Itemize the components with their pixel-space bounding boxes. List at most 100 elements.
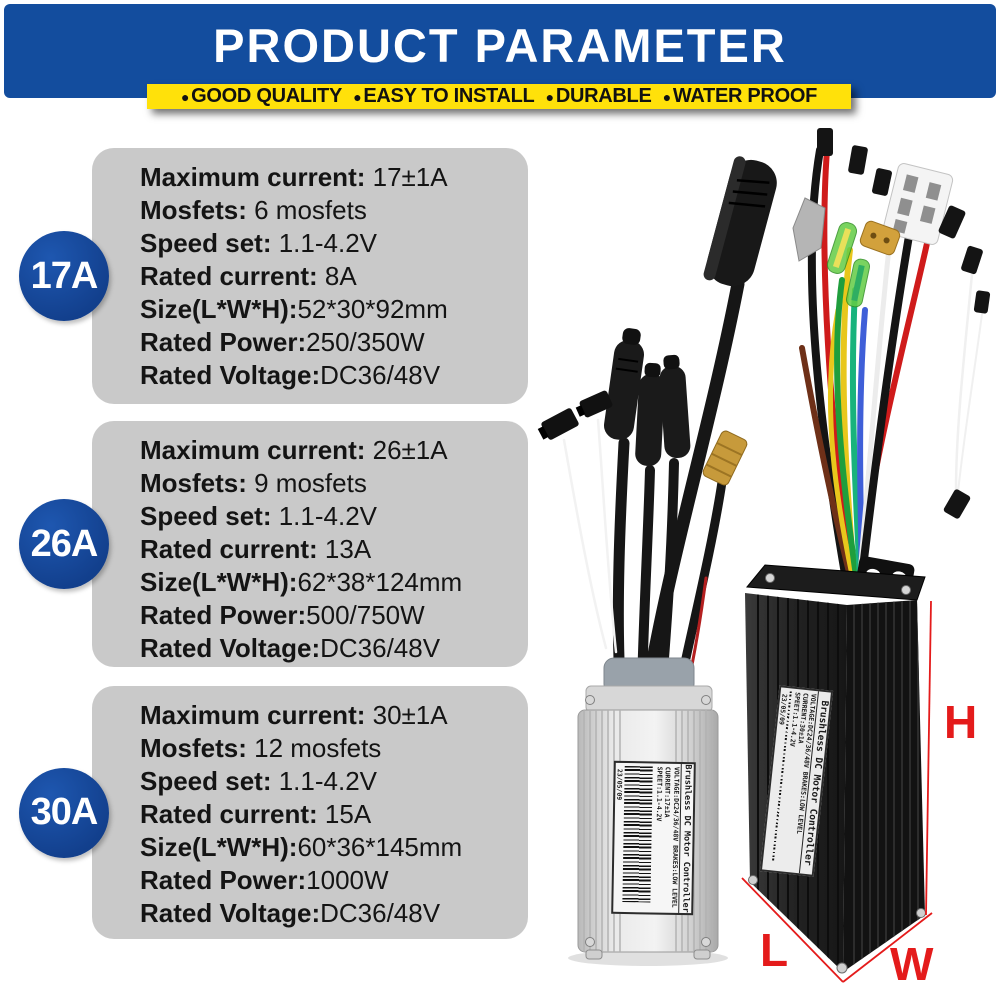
badge-30a: 30A <box>19 767 109 858</box>
spec-line: Size(L*W*H):60*36*145mm <box>140 831 518 864</box>
hex-connector <box>702 430 748 486</box>
bullet-icon: ● <box>353 88 362 105</box>
sm-connector <box>537 408 579 440</box>
spec-line: Maximum current: 17±1A <box>140 161 518 194</box>
spec-label: Rated current: <box>140 534 325 564</box>
badge-label: 30A <box>30 791 99 833</box>
feature-item: ●DURABLE <box>546 85 652 108</box>
spec-panel-17a: 17A Maximum current: 17±1A Mosfets: 6 mo… <box>19 148 528 404</box>
spec-label: Mosfets: <box>140 733 255 763</box>
spec-label: Rated Voltage: <box>140 633 321 663</box>
spec-value: 8A <box>324 261 357 291</box>
spec-line: Mosfets: 6 mosfets <box>140 194 518 227</box>
spec-line: Rated Voltage:DC36/48V <box>140 897 518 930</box>
molex-connector <box>882 163 954 245</box>
spec-value: 1.1-4.2V <box>278 228 378 258</box>
spec-label: Rated current: <box>140 799 325 829</box>
spec-value: 52*30*92mm <box>297 294 448 324</box>
spec-label: Speed set: <box>140 228 279 258</box>
sm-connector <box>872 168 892 196</box>
sm-connector <box>961 245 983 275</box>
sm-connector <box>943 489 971 519</box>
barrel-connector <box>659 354 691 458</box>
spec-line: Rated Voltage:DC36/48V <box>140 632 518 665</box>
spec-line: Size(L*W*H):52*30*92mm <box>140 293 518 326</box>
barrel-connector <box>635 362 665 467</box>
spec-value: 1000W <box>306 865 389 895</box>
silver-controller-label: Brushless DC Motor Controller VOLTAGE:DC… <box>611 760 696 916</box>
page-title: PRODUCT PARAMETER <box>213 18 787 72</box>
badge-label: 26A <box>30 522 99 565</box>
spec-line: Rated current: 8A <box>140 260 518 293</box>
feature-label: WATER PROOF <box>672 85 817 107</box>
spec-panel-26a: 26A Maximum current: 26±1A Mosfets: 9 mo… <box>19 421 528 667</box>
bullet-connector <box>826 222 858 274</box>
spec-label: Rated Voltage: <box>140 898 321 928</box>
badge-label: 17A <box>30 254 99 297</box>
spec-line: Rated current: 15A <box>140 798 518 831</box>
spec-label: Maximum current: <box>140 435 373 465</box>
spec-label: Maximum current: <box>140 700 373 730</box>
spec-value: 15A <box>324 799 372 829</box>
spec-value: DC36/48V <box>320 633 441 663</box>
feature-item: ●WATER PROOF <box>662 85 818 108</box>
spec-value: 26±1A <box>372 435 448 465</box>
spec-label: Size(L*W*H): <box>140 832 298 862</box>
spec-value: 60*36*145mm <box>297 832 463 862</box>
spec-label: Speed set: <box>140 501 279 531</box>
features-strip: ●GOOD QUALITY ●EASY TO INSTALL ●DURABLE … <box>147 84 851 109</box>
spec-line: Rated Power:250/350W <box>140 326 518 359</box>
wire-bundle-right <box>799 135 983 581</box>
feature-item: ●GOOD QUALITY <box>181 85 342 108</box>
barrel-connector <box>603 328 645 440</box>
spec-line: Speed set: 1.1-4.2V <box>140 500 518 533</box>
spec-line: Speed set: 1.1-4.2V <box>140 227 518 260</box>
spec-label: Rated current: <box>140 261 325 291</box>
spec-value: 6 mosfets <box>254 195 367 225</box>
badge-26a: 26A <box>19 499 109 589</box>
spec-line: Mosfets: 12 mosfets <box>140 732 518 765</box>
spec-label: Maximum current: <box>140 162 373 192</box>
label-title: Brushless DC Motor Controller <box>678 763 694 914</box>
spec-value: 12 mosfets <box>254 733 382 763</box>
spec-line: Rated Power:1000W <box>140 864 518 897</box>
sm-connector <box>817 128 833 156</box>
dim-label-l: L <box>760 924 788 976</box>
header-banner: PRODUCT PARAMETER <box>4 4 996 98</box>
spec-value: 13A <box>324 534 372 564</box>
spec-panel-30a: 30A Maximum current: 30±1A Mosfets: 12 m… <box>19 686 528 939</box>
spec-line: Maximum current: 26±1A <box>140 434 518 467</box>
spec-value: DC36/48V <box>320 898 441 928</box>
spec-line: Size(L*W*H):62*38*124mm <box>140 566 518 599</box>
spec-line: Mosfets: 9 mosfets <box>140 467 518 500</box>
spec-value: 500/750W <box>306 600 425 630</box>
spec-value: 62*38*124mm <box>297 567 463 597</box>
display-connector <box>703 156 777 287</box>
badge-17a: 17A <box>19 231 109 321</box>
spec-value: 1.1-4.2V <box>278 766 378 796</box>
bullet-icon: ● <box>545 88 554 105</box>
sm-connector <box>973 290 991 314</box>
sm-connector <box>848 145 868 175</box>
spec-label: Mosfets: <box>140 195 255 225</box>
dim-label-w: W <box>890 938 934 990</box>
spec-value: 250/350W <box>306 327 425 357</box>
bullet-icon: ● <box>662 88 671 105</box>
barcode <box>622 765 654 903</box>
sm-connector <box>938 205 966 239</box>
spec-line: Maximum current: 30±1A <box>140 699 518 732</box>
spec-label: Rated Voltage: <box>140 360 321 390</box>
spade-terminal <box>792 197 826 262</box>
spec-line: Rated Voltage:DC36/48V <box>140 359 518 392</box>
dim-label-h: H <box>944 696 977 748</box>
cable-bundle-left <box>562 277 745 695</box>
spec-line: Rated current: 13A <box>140 533 518 566</box>
spec-label: Mosfets: <box>140 468 255 498</box>
spec-value: 17±1A <box>372 162 448 192</box>
spec-label: Rated Power: <box>140 865 307 895</box>
bullet-icon: ● <box>181 88 190 105</box>
feature-label: GOOD QUALITY <box>191 85 342 107</box>
spec-line: Speed set: 1.1-4.2V <box>140 765 518 798</box>
spec-value: 9 mosfets <box>254 468 367 498</box>
